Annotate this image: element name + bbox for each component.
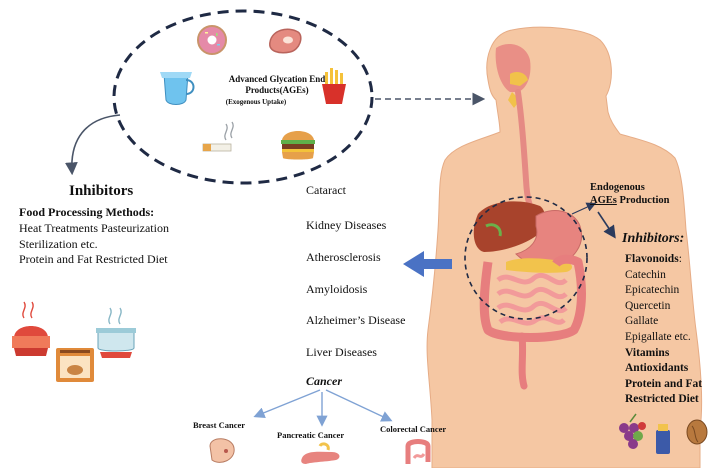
boiling-pot-icon xyxy=(96,308,136,358)
flavonoids-heading: Flavonoids: xyxy=(625,252,702,268)
ages-title-line2: Products(AGEs) xyxy=(206,85,348,96)
food-processing-item: Heat Treatments Pasteurization xyxy=(19,221,169,237)
flavonoids-label: Flavonoids xyxy=(625,253,679,265)
cigarette-icon xyxy=(203,122,233,151)
inhibitor-bold-item: Restricted Diet xyxy=(625,392,702,408)
ages-title-line1: Advanced Glycation End xyxy=(206,74,348,85)
supplement-bottle-icon xyxy=(656,424,670,454)
inhibitor-bold-item: Vitamins xyxy=(625,346,702,362)
inhibitor-bold-item: Protein and Fat xyxy=(625,377,702,393)
ages-subtitle: (Exogenous Uptake) xyxy=(206,98,306,107)
flavonoid-item: Epigallate etc. xyxy=(625,330,702,346)
endogenous-line2: AGEs Production xyxy=(590,194,669,207)
flavonoid-item: Catechin xyxy=(625,268,702,284)
endogenous-production: Production xyxy=(617,195,670,206)
flavonoid-item: Gallate xyxy=(625,314,702,330)
cancer-label: Cancer xyxy=(306,374,342,388)
food-processing-item: Protein and Fat Restricted Diet xyxy=(19,252,169,268)
colon-icon xyxy=(408,442,428,465)
inhibitors-curved-arrow xyxy=(72,115,120,172)
milk-jug-icon xyxy=(160,72,194,105)
ages-title: Advanced Glycation End Products(AGEs) xyxy=(206,74,348,96)
pancreas-icon xyxy=(301,444,339,464)
inhibitor-bold-item: Antioxidants xyxy=(625,361,702,377)
food-processing-item: Sterilization etc. xyxy=(19,237,169,253)
disease-cataract: Cataract xyxy=(306,183,346,197)
right-inhibitors-title: Inhibitors: xyxy=(622,231,684,247)
flavonoid-item: Quercetin xyxy=(625,299,702,315)
food-processing-heading: Food Processing Methods: xyxy=(19,205,154,219)
endogenous-label: Endogenous AGEs Production xyxy=(590,181,669,207)
disease-amyloidosis: Amyloidosis xyxy=(306,282,367,296)
nut-icon xyxy=(687,420,707,444)
breast-icon xyxy=(210,439,234,463)
cooking-pot-icon xyxy=(12,302,50,356)
disease-alzheimers: Alzheimer’s Disease xyxy=(306,313,405,327)
steak-icon xyxy=(270,29,301,52)
donut-icon xyxy=(198,26,226,54)
endogenous-line1: Endogenous xyxy=(590,181,669,194)
burger-icon xyxy=(281,131,315,160)
right-inhibitors-list: Flavonoids: Catechin Epicatechin Quercet… xyxy=(625,252,702,408)
breast-cancer-label: Breast Cancer xyxy=(193,420,245,430)
colorectal-cancer-label: Colorectal Cancer xyxy=(380,424,446,434)
disease-kidney: Kidney Diseases xyxy=(306,218,386,232)
food-processing-list: Heat Treatments Pasteurization Steriliza… xyxy=(19,221,169,268)
oven-icon xyxy=(56,348,94,382)
pancreatic-cancer-label: Pancreatic Cancer xyxy=(277,430,344,440)
flavonoid-item: Epicatechin xyxy=(625,283,702,299)
endogenous-ages: AGEs xyxy=(590,195,617,206)
left-inhibitors-title: Inhibitors xyxy=(69,183,133,200)
disease-atherosclerosis: Atherosclerosis xyxy=(306,250,381,264)
cancer-branch-arrows xyxy=(256,390,390,424)
disease-liver: Liver Diseases xyxy=(306,345,377,359)
